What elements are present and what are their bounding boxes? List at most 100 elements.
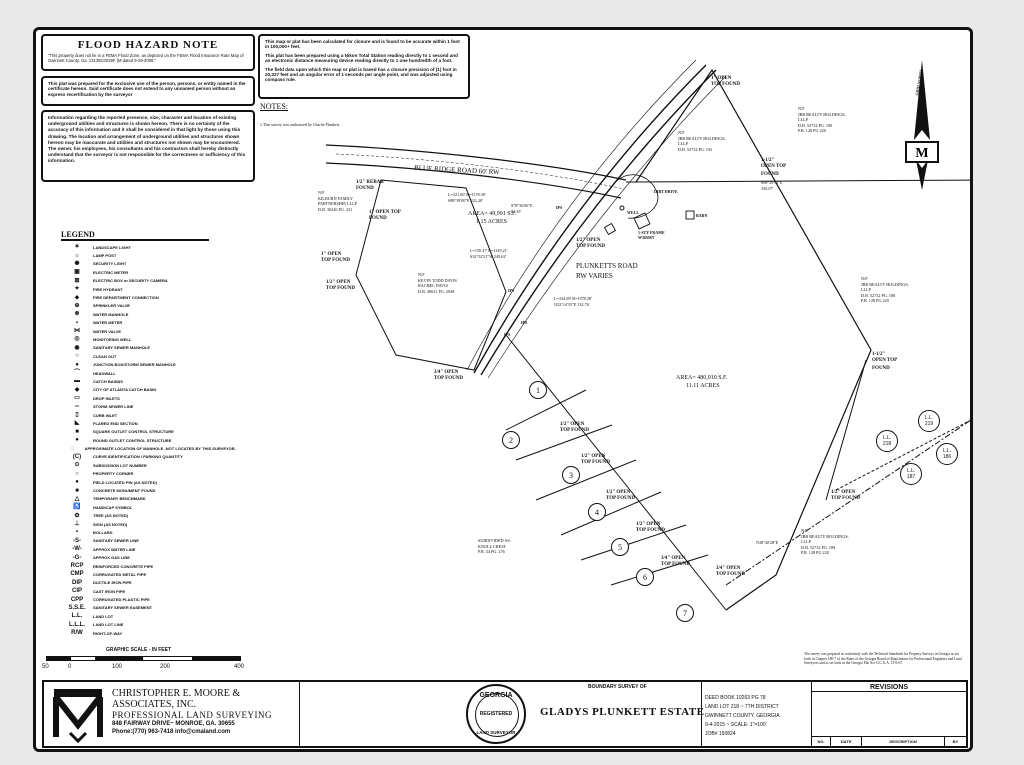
legend-row: ◉ SANITARY SEWER MANHOLE [61,344,236,352]
legend-label: CLEAN OUT [93,353,117,359]
owner-label: LLLP [678,141,689,146]
seal-bottom-text: LAND SURVEYOR [476,730,516,735]
pin-label: TOP FOUND [434,376,463,381]
notes-text: 1.This survey was authorized by Charlie … [260,122,340,127]
pin-label: 1" OPEN TOP [369,210,401,215]
legend-row: S.S.E.SANITARY SEWER EASEMENT [61,604,236,612]
flood-note-title: FLOOD HAZARD NOTE [77,39,219,51]
revisions-cell: REVISIONS NO. DATE DESCRIPTION BY [812,682,966,746]
pin-label: 1/2" OPEN [581,454,606,459]
legend-symbol-icon: ◣ [74,420,80,427]
pin-label: TOP FOUND [606,496,635,501]
blue-ridge-road-line [325,162,622,199]
legend-symbol-icon: △ [74,495,80,502]
legend-row: ⊥SIGN (AS NOTED) [61,520,236,528]
pin-label: 1/2" OPEN [560,422,585,427]
area-label-tract-1: AREA= 49,991 S.F. [468,211,517,217]
legend-symbol-icon: ✺ [74,260,80,267]
land-lot-number: 186 [942,454,952,460]
rev-col-description: DESCRIPTION [862,737,945,746]
legend-row: ✶LANDSCAPE LIGHT [61,243,236,251]
firm-phone: Phone:(770) 963-7418 info@cmaland.com [112,729,231,735]
blue-ridge-road-line [335,153,625,190]
legend-row: ✺SECURITY LIGHT [61,260,236,268]
firm-subtitle: PROFESSIONAL LAND SURVEYING [112,710,272,720]
legend-row: ◌APPROXIMATE LOCATION OF MANHOLE -NOT LO… [61,444,236,452]
owner-label: P.B. 128 PG 220 [801,550,829,555]
legend-row: ▭ DROP INLETS [61,394,236,402]
legend-symbol-icon: CMP [70,571,84,578]
legend-symbol-icon: CPP [70,596,84,603]
feature-label: WELL [627,210,640,215]
lot-line [515,424,613,461]
pin-label: TOP FOUND [321,258,350,263]
exclusive-use-text: This plat was prepared for the exclusive… [48,81,246,97]
lot-number: 3 [562,466,580,484]
legend-symbol-icon: DIP [71,579,82,586]
pin-label: 1" OPEN [711,76,732,81]
rev-col-by: BY [952,739,959,744]
owner-label: N/F [678,130,685,135]
legend-symbol-icon: S.S.E. [68,604,86,611]
boundary-line [505,334,727,611]
house-outline [633,212,651,230]
legend-row: ⊙SUBDIVISION LOT NUMBER [61,461,236,469]
land-lot-prefix: L.L. [882,435,892,441]
legend-label: CAST IRON PIPE [93,588,126,594]
legend-row: ■SQUARE OUTLET CONTROL STRUCTURE [61,428,236,436]
deed-line: 9-4-2015 ~ SCALE: 1"=100' [705,722,767,728]
pin-label: 3/4" OPEN [716,566,741,571]
main-tract-boundary [635,68,872,611]
legend-row: ⊠ELECTRIC BOX or SECURITY CAMERA [61,277,236,285]
pin-label: TOP FOUND [560,428,589,433]
bearing-label: 330.07' [761,186,774,191]
legend-symbol-icon: ◎ [74,336,80,343]
utilities-note: Information regarding the reported prese… [41,110,255,182]
legend-symbol-icon: ✶ [74,244,80,251]
legend-label: DROP INLETS [93,395,120,401]
pin-label: TOP FOUND [716,572,745,577]
blue-ridge-road-line [325,144,627,181]
pin-label: TOP FOUND [576,244,605,249]
plat-drawing [325,59,970,611]
legend-label: FIRE DEPARTMENT CONNECTION [93,295,159,301]
legend-symbol-icon: ⌒ [73,370,80,377]
pin-label: FOUND [872,366,890,371]
revisions-header: NO. DATE DESCRIPTION BY [812,736,966,746]
legend-row: ⊗WATER MANHOLE [61,310,236,318]
boundary-line [625,179,970,183]
legend-symbol-icon: ◉ [74,344,80,351]
scale-label: 0 [68,664,72,670]
scale-label: 400 [234,664,245,670]
north-arrow-icon: M [905,60,939,190]
owner-label: D.B. 52732 PG. 180 [798,122,833,128]
lot-number: 5 [611,538,629,556]
land-lot-number: 218 [882,441,892,447]
legend-label: SQUARE OUTLET CONTROL STRUCTURE [93,429,174,435]
legend-symbol-icon: ▣ [74,269,80,276]
legend-row: ✦FIRE HYDRANT [61,285,236,293]
legend-symbol-icon: L.L.L. [69,621,85,628]
land-lot-marker: L.L.218 [876,430,898,452]
survey-sheet: FLOOD HAZARD NOTE "This property does no… [33,27,973,752]
legend-label: SANITARY SEWER MANHOLE [93,345,151,351]
legend-symbol-icon: ✦ [74,286,80,293]
legend-symbol-icon: ⊠ [74,277,80,284]
legend-row: -W-APPROX WATER LINE [61,545,236,553]
pin-label: 1/2" OPEN [831,490,856,495]
legend-symbol-icon: ● [75,479,79,486]
lot-number: 7 [676,604,694,622]
owner-label: JBR REALTY HOLDINGS, [801,533,849,539]
legend-row: L.L.LAND LOT [61,612,236,620]
bearing-label: 81.35' [511,209,522,214]
legend-symbol-icon: ▭ [74,395,80,402]
legend-label: SIGN (AS NOTED) [93,521,128,527]
legend-label: FIELD LOCATED PIN (AS NOTED) [93,479,157,485]
graphic-scale-bar [46,656,241,661]
survey-title: GLADYS PLUNKETT ESTATE [540,706,705,718]
pin-label: FOUND [761,172,779,177]
legend-label: CORRUGATED METAL PIPE [93,571,147,577]
owner-label: D.B. 52732 PG. 189 [801,544,836,550]
legend-symbol-icon: ⊙ [74,462,80,469]
